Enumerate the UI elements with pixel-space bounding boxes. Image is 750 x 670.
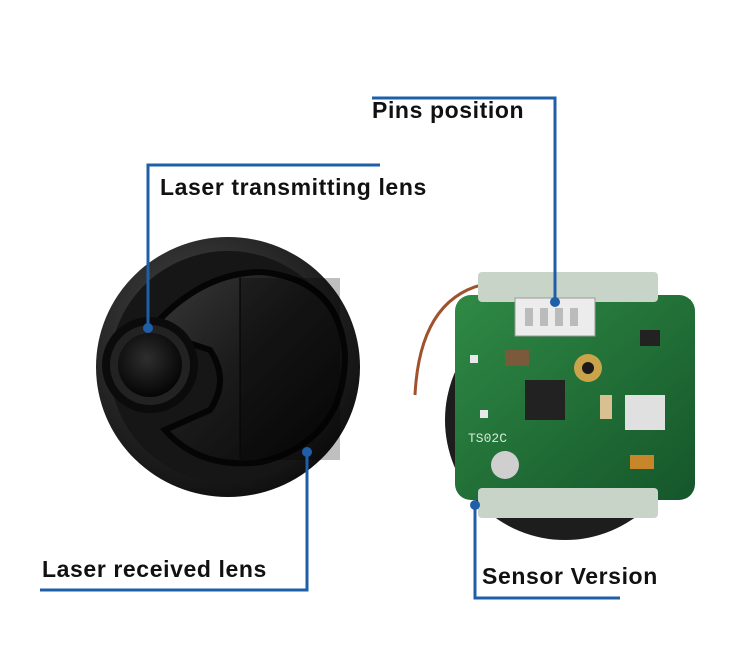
label-laser-received-lens: Laser received lens: [42, 556, 267, 582]
sensor-pcb: TS02C: [413, 272, 695, 540]
label-pins-position: Pins position: [372, 97, 525, 123]
leader-received-lens: [40, 452, 309, 592]
label-laser-transmitting-lens: Laser transmitting lens: [160, 174, 427, 200]
board-marking: TS02C: [468, 431, 507, 446]
leader-dots: [143, 297, 560, 510]
leader-sensor-version: [473, 505, 620, 600]
transmitting-lens: [102, 317, 198, 413]
label-sensor-version: Sensor Version: [482, 563, 658, 589]
leader-transmitting-lens: [146, 163, 380, 328]
lens-housing: [96, 237, 360, 497]
leader-pins-position: [372, 96, 557, 302]
leader-lines: [40, 96, 620, 600]
received-lens: [144, 268, 349, 467]
